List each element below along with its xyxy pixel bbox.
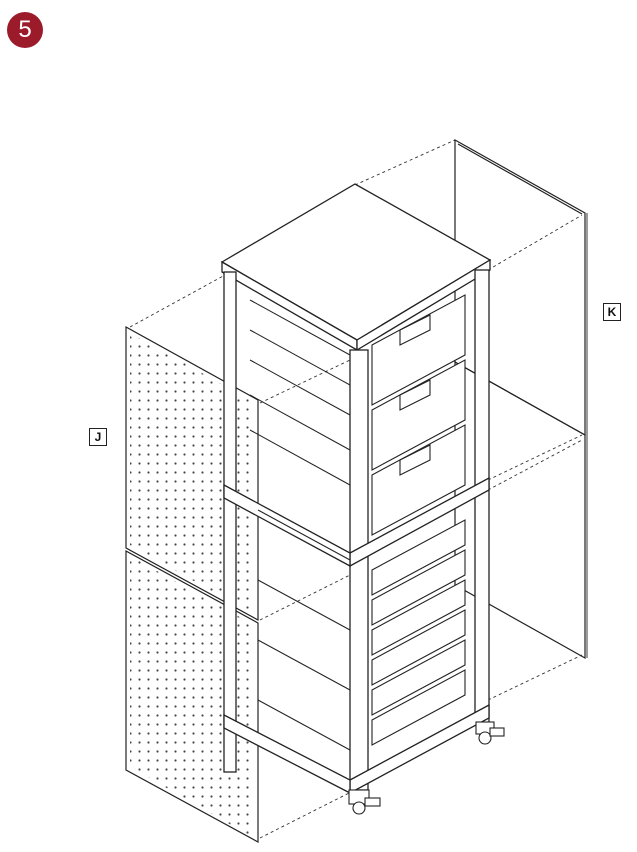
upper-drawers — [371, 294, 466, 536]
callout-j-label: J — [89, 428, 107, 446]
caster-wheels — [348, 721, 505, 815]
interior-rails — [249, 299, 351, 751]
callout-k-text: K — [607, 305, 617, 319]
step-number-badge: 5 — [7, 12, 43, 48]
side-panel-lower — [454, 360, 586, 660]
cabinet-frame — [223, 269, 490, 795]
step-number: 5 — [18, 16, 32, 43]
lower-drawers — [371, 519, 466, 746]
callout-k-label: K — [603, 303, 621, 321]
cabinet-top — [220, 183, 492, 352]
callout-j-text: J — [94, 430, 102, 444]
